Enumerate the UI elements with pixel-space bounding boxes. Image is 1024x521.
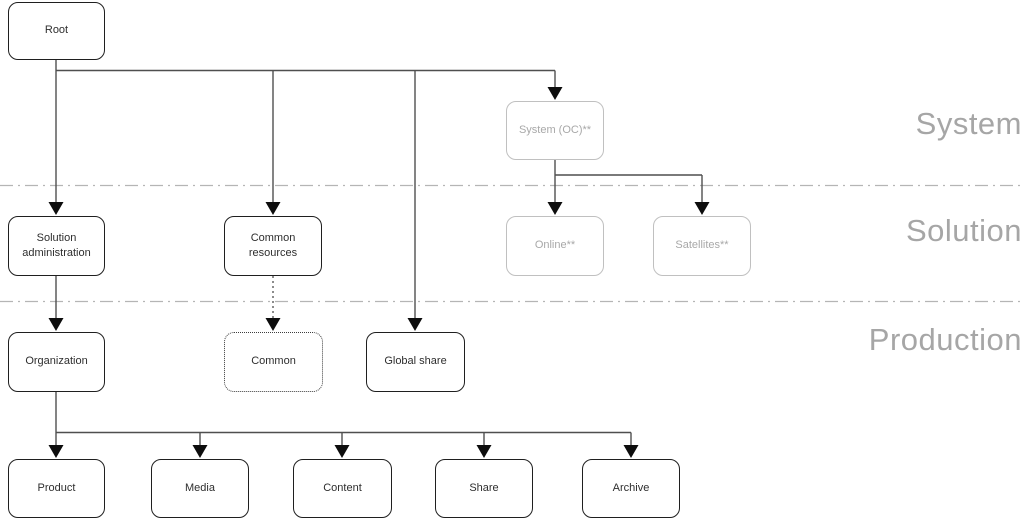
node-global-share: Global share xyxy=(366,332,465,392)
node-root: Root xyxy=(8,2,105,60)
arrowhead-organization xyxy=(48,318,64,331)
connector-organization-branch xyxy=(55,392,632,446)
zone-label-system: System xyxy=(722,106,1022,142)
arrowhead-archive xyxy=(623,445,639,458)
node-system-oc-label: System (OC)** xyxy=(518,123,592,136)
arrowhead-system-oc xyxy=(547,87,563,100)
node-common-label: Common xyxy=(251,355,296,368)
node-media-label: Media xyxy=(185,481,215,494)
node-share: Share xyxy=(435,459,533,518)
arrowhead-content xyxy=(334,445,350,458)
node-organization: Organization xyxy=(8,332,105,392)
arrowhead-online xyxy=(547,202,563,215)
connector-systemoc-branch xyxy=(554,160,703,203)
node-archive: Archive xyxy=(582,459,680,518)
zone-label-production: Production xyxy=(722,322,1022,358)
arrowhead-common-resources xyxy=(265,202,281,215)
arrowhead-share xyxy=(476,445,492,458)
arrowhead-media xyxy=(192,445,208,458)
zone-label-solution: Solution xyxy=(722,213,1022,249)
node-product: Product xyxy=(8,459,105,518)
node-common-resources-label: Common resources xyxy=(248,231,298,259)
arrowhead-solution-administration xyxy=(48,202,64,215)
connector-root-branch xyxy=(55,60,556,318)
node-solution-administration-label: Solution administration xyxy=(22,231,91,259)
node-media: Media xyxy=(151,459,249,518)
arrowhead-product xyxy=(48,445,64,458)
node-system-oc: System (OC)** xyxy=(506,101,604,160)
node-organization-label: Organization xyxy=(25,355,88,368)
arrowheads xyxy=(48,87,710,458)
node-content: Content xyxy=(293,459,392,518)
arrowhead-satellites xyxy=(694,202,710,215)
node-archive-label: Archive xyxy=(612,481,650,494)
arrowhead-global-share xyxy=(407,318,423,331)
zone-label-system-text: System xyxy=(915,106,1022,141)
node-satellites-label: Satellites** xyxy=(675,239,729,252)
node-common-resources: Common resources xyxy=(224,216,322,276)
node-online-label: Online** xyxy=(534,239,576,252)
node-content-label: Content xyxy=(323,481,362,494)
node-solution-administration: Solution administration xyxy=(8,216,105,276)
node-root-label: Root xyxy=(44,24,69,37)
node-satellites: Satellites** xyxy=(653,216,751,276)
arrowhead-common xyxy=(265,318,281,331)
zone-label-production-text: Production xyxy=(868,322,1022,357)
zone-label-solution-text: Solution xyxy=(905,213,1022,248)
node-product-label: Product xyxy=(37,481,76,494)
node-online: Online** xyxy=(506,216,604,276)
node-share-label: Share xyxy=(469,481,499,494)
node-common: Common xyxy=(224,332,323,392)
node-global-share-label: Global share xyxy=(384,355,447,368)
